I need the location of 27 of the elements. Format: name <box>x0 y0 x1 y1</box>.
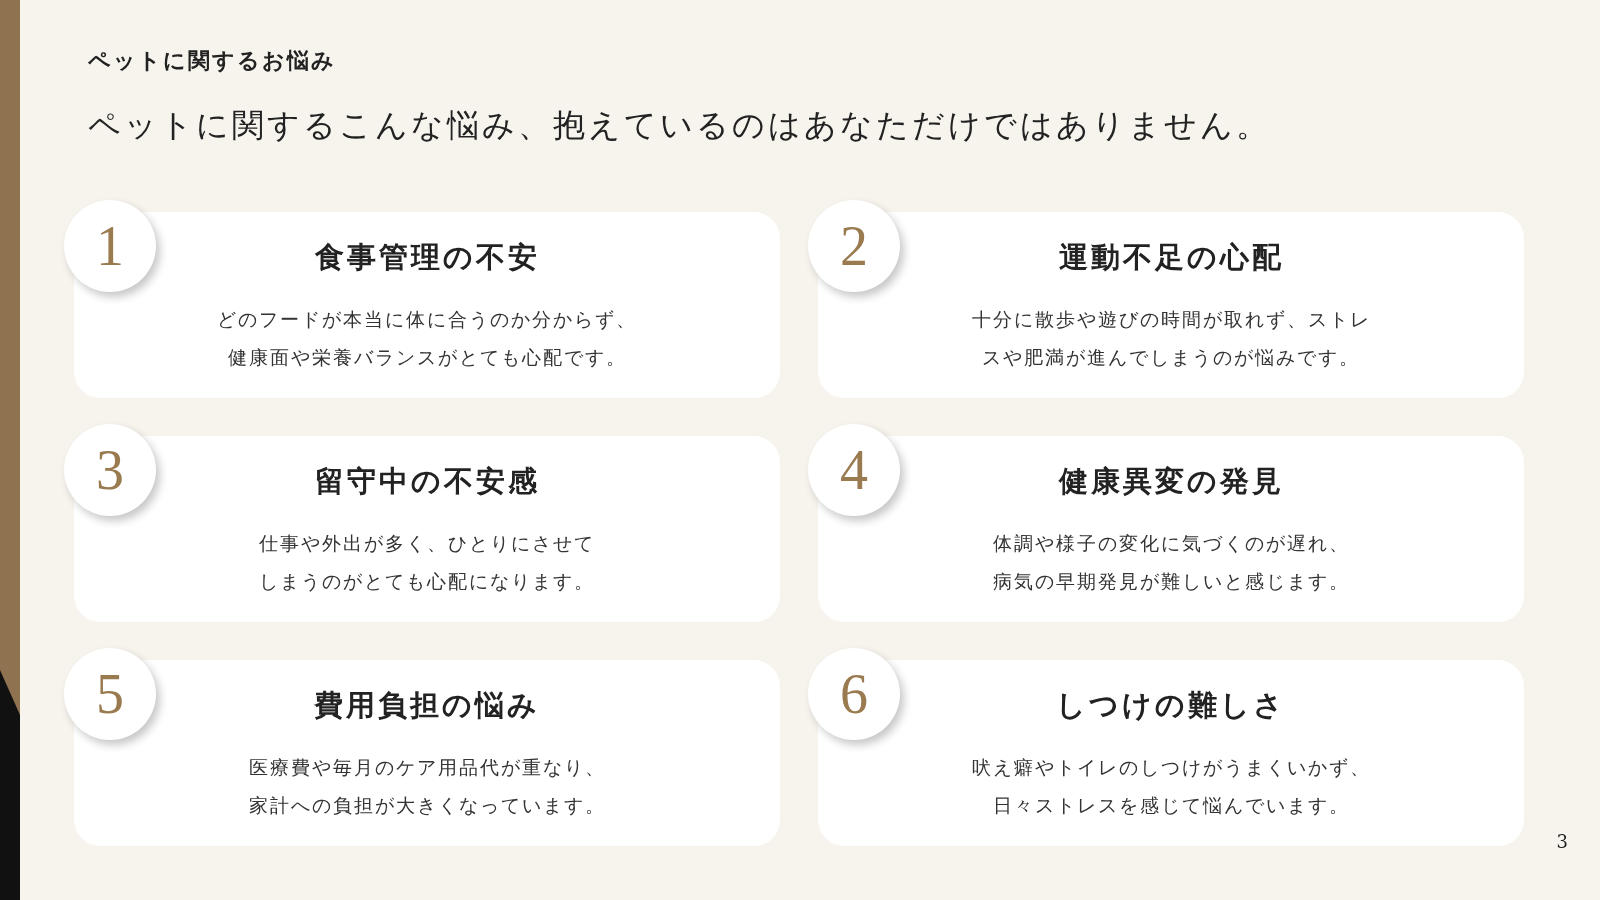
card <box>818 212 1524 398</box>
page-title: ペットに関するお悩み <box>88 46 336 75</box>
number-circle: 4 <box>808 424 900 516</box>
headline: ペットに関するこんな悩み、抱えているのはあなただけではありません。 <box>88 105 1271 146</box>
card <box>818 436 1524 622</box>
card-heading: 費用負担の悩み <box>314 687 540 724</box>
card-description: 仕事や外出が多く、ひとりにさせてしまうのがとても心配になります。 <box>258 531 596 594</box>
card-heading: 健康異変の発見 <box>1058 463 1284 500</box>
card <box>818 660 1524 846</box>
number-circle: 1 <box>64 200 156 292</box>
card-description: 吠え癖やトイレのしつけがうまくいかず、日々ストレスを感じて悩んでいます。 <box>970 755 1372 818</box>
card-description: 医療費や毎月のケア用品代が重なり、家計への負担が大きくなっています。 <box>247 755 607 818</box>
card-heading: 運動不足の心配 <box>1058 239 1284 276</box>
page-number: 3 <box>1556 831 1568 852</box>
card <box>74 660 780 846</box>
number-circle: 6 <box>808 648 900 740</box>
card <box>74 212 780 398</box>
card <box>74 436 780 622</box>
card-heading: 食事管理の不安 <box>314 239 540 276</box>
card-description: どのフードが本当に体に合うのか分からず、健康面や栄養バランスがとても心配です。 <box>216 307 638 370</box>
card-heading: 留守中の不安感 <box>314 463 540 500</box>
number-circle: 3 <box>64 424 156 516</box>
card-heading: しつけの難しさ <box>1056 687 1286 724</box>
number-circle: 2 <box>808 200 900 292</box>
card-description: 体調や様子の変化に気づくのが遅れ、病気の早期発見が難しいと感じます。 <box>991 531 1351 594</box>
number-circle: 5 <box>64 648 156 740</box>
card-description: 十分に散歩や遊びの時間が取れず、ストレスや肥満が進んでしまうのが悩みです。 <box>970 307 1372 370</box>
